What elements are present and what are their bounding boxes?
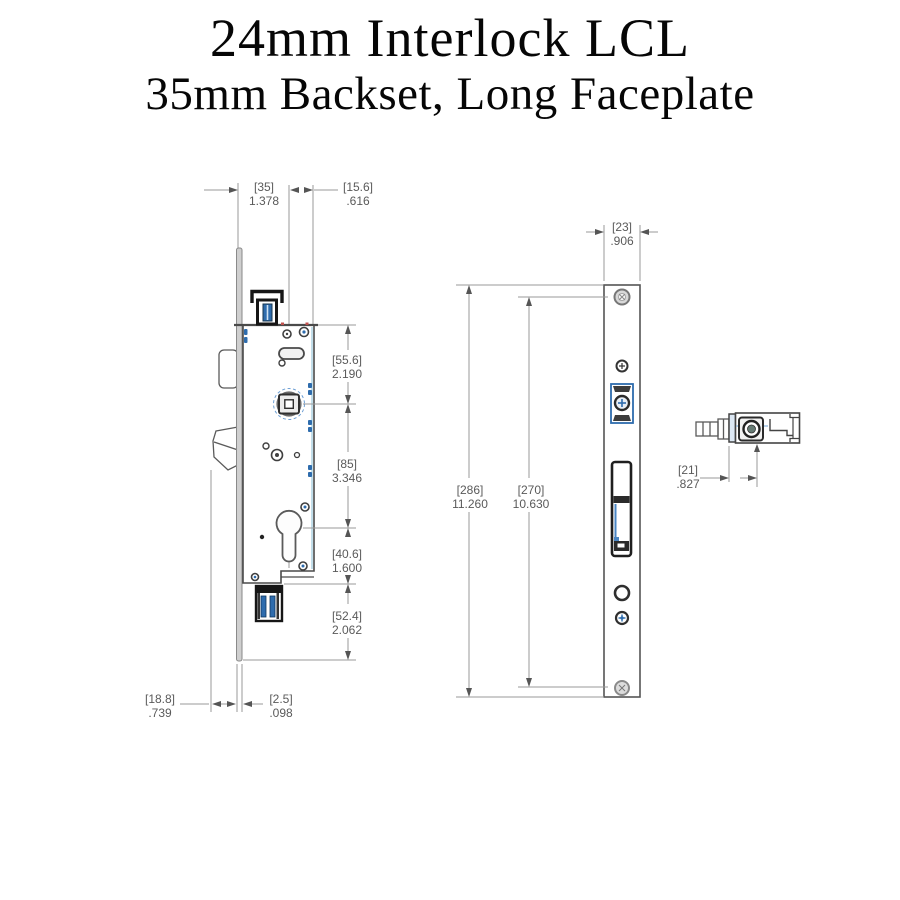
dim-spindle-to-edge-mm: [15.6] — [343, 180, 373, 194]
case-screws — [250, 326, 310, 582]
dim-backset-inch: 1.378 — [249, 194, 279, 208]
dim-faceplate-thickness-inch: .098 — [269, 706, 293, 720]
faceplate-bottom-screw — [614, 680, 630, 696]
euro-cylinder-cutout — [275, 510, 303, 568]
adjustable-keep-block — [610, 383, 634, 424]
roller-dimension: [21] .827 — [676, 444, 760, 491]
side-view: [35] 1.378 [15.6] .616 — [145, 180, 373, 720]
side-view-dimensions: [55.6] 2.190 [85] 3.346 [40.6] 1.600 [52… — [243, 324, 362, 661]
dim-backset-mm: [35] — [254, 180, 274, 194]
front-view: [23] .906 [286] 11.260 [270] 10.630 — [452, 220, 658, 698]
dim-case-bottom-to-bolt-inch: 2.062 — [332, 623, 362, 637]
latch-follower-outline — [218, 349, 239, 389]
dim-screw-hole-spacing-mm: [270] — [518, 483, 545, 497]
dim-top-to-spindle-mm: [55.6] — [332, 353, 362, 367]
roller-spigot — [695, 421, 719, 437]
arrow-right-icon — [229, 187, 238, 193]
dim-case-depth-inch: .739 — [148, 706, 172, 720]
faceplate-edge — [236, 247, 243, 662]
title-block: 24mm Interlock LCL 35mm Backset, Long Fa… — [0, 8, 900, 120]
red-mark — [281, 322, 284, 325]
faceplate-hole — [613, 584, 631, 602]
dim-case-depth-mm: [18.8] — [145, 692, 175, 706]
arrow-left-icon — [290, 187, 299, 193]
page-subtitle: 35mm Backset, Long Faceplate — [145, 68, 755, 120]
red-mark — [305, 322, 309, 325]
top-hook-bolt — [250, 289, 284, 326]
hook-bolt-slot — [610, 460, 633, 558]
dim-faceplate-width-inch: .906 — [610, 234, 634, 248]
latch-step — [769, 419, 793, 437]
faceplate-top-screw — [613, 288, 631, 306]
adjustment-slot — [278, 347, 305, 360]
dim-roller-offset-inch: .827 — [676, 477, 700, 491]
dim-faceplate-thickness-mm: [2.5] — [269, 692, 292, 706]
dim-faceplate-width-mm: [23] — [612, 220, 632, 234]
spindle-hub — [273, 388, 305, 420]
bottom-bolt — [254, 584, 284, 623]
dim-top-to-spindle-inch: 2.190 — [332, 367, 362, 381]
dim-screw-hole-spacing-inch: 10.630 — [513, 497, 550, 511]
dim-faceplate-length-mm: [286] — [457, 483, 484, 497]
faceplate-screw-3 — [614, 610, 630, 626]
roller-view: [21] .827 — [676, 412, 801, 491]
edge-tabs — [244, 329, 312, 477]
dim-roller-offset-mm: [21] — [678, 463, 698, 477]
dim-faceplate-length-inch: 11.260 — [452, 497, 488, 511]
roller-flange — [728, 413, 737, 443]
dim-spindle-to-cylinder-inch: 3.346 — [332, 471, 362, 485]
dim-spindle-to-cylinder-mm: [85] — [337, 457, 357, 471]
arrow-right-icon — [304, 187, 313, 193]
dim-cylinder-to-case-bottom-inch: 1.600 — [332, 561, 362, 575]
dim-case-bottom-to-bolt-mm: [52.4] — [332, 609, 362, 623]
dim-spindle-to-edge-inch: .616 — [346, 194, 370, 208]
page-title: 24mm Interlock LCL — [210, 8, 690, 68]
dim-cylinder-to-case-bottom-mm: [40.6] — [332, 547, 362, 561]
side-view-bottom-dimensions: [18.8] .739 [2.5] .098 — [145, 664, 293, 720]
faceplate-screw-2 — [615, 359, 629, 373]
